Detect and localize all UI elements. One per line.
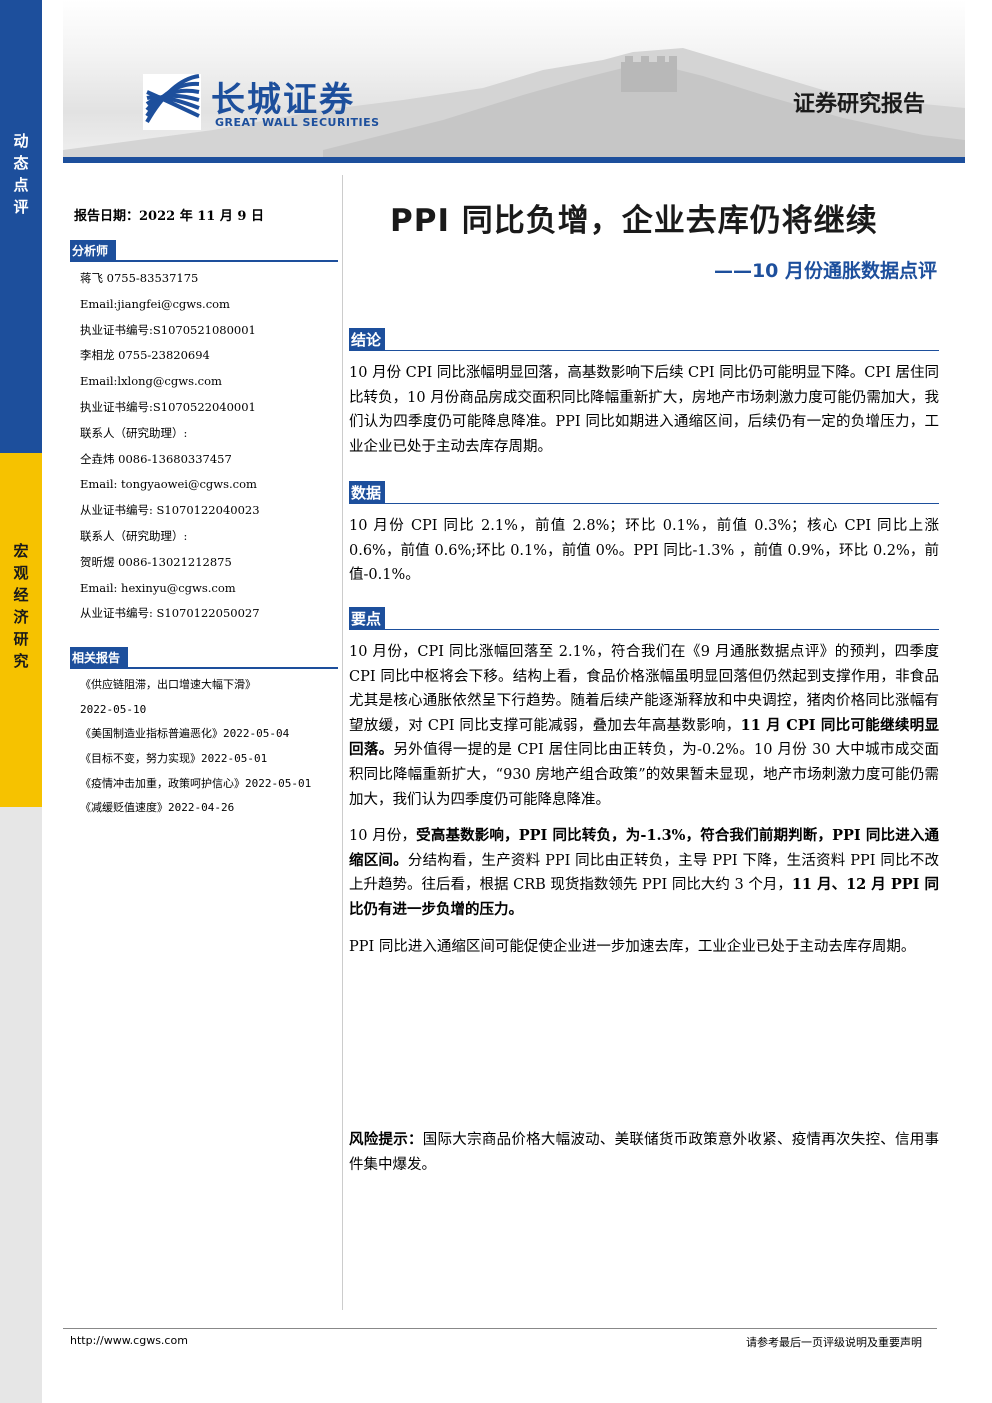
data-text: 10 月份 CPI 同比 2.1%，前值 2.8%；环比 0.1%，前值 0.3… [349,518,939,584]
data-heading: 数据 [349,481,386,504]
related-report-item: 2022-05-10 [80,702,147,716]
points-paragraph-1: 10 月份，CPI 同比涨幅回落至 2.1%，符合我们在《9 月通胀数据点评》的… [349,644,940,808]
analyst-line: 联系人（研究助理）: [80,528,188,543]
report-title: PPI 同比负增，企业去库仍将继续 [390,203,878,239]
data-section: 数据 10 月份 CPI 同比 2.1%，前值 2.8%；环比 0.1%，前值 … [349,481,939,588]
analyst-heading: 分析师 [70,240,117,260]
risk-text: 国际大宗商品价格大幅波动、美联储货币政策意外收紧、疫情再次失控、信用事件集中爆发… [349,1132,940,1173]
related-section-head: 相关报告 [70,645,338,670]
related-report-item: 《减缓贬值速度》2022-04-26 [80,801,235,815]
column-divider [342,175,343,1310]
analyst-list: 蒋飞 0755-83537175 Email:jiangfei@cgws.com… [70,266,338,627]
footer-disclaimer-note: 请参考最后一页评级说明及重要声明 [746,1336,922,1349]
conclusion-heading: 结论 [349,328,386,351]
footer-rule [63,1328,937,1329]
analyst-line: 蒋飞 0755-83537175 [80,271,199,285]
footer-url[interactable]: http://www.cgws.com [70,1334,188,1347]
related-report-item: 《疫情冲击加重，政策呵护信心》2022-05-01 [80,776,312,790]
header-rule [63,157,965,163]
risk-label: 风险提示： [349,1131,423,1148]
header-banner: 长城证券 GREAT WALL SECURITIES 证券研究报告 [63,0,965,160]
conclusion-text: 10 月份 CPI 同比涨幅明显回落，高基数影响下后续 CPI 同比仍可能明显下… [349,365,939,455]
points-section: 要点 10 月份，CPI 同比涨幅回落至 2.1%，符合我们在《9 月通胀数据点… [349,607,939,959]
conclusion-head: 结论 [349,328,939,351]
great-wall-logo-icon [143,74,201,130]
great-wall-mountain-image [63,48,965,160]
report-date: 报告日期：2022 年 11 月 9 日 [74,209,264,224]
points-paragraph-3: PPI 同比进入通缩区间可能促使企业进一步加速去库，工业企业已处于主动去库存周期… [349,938,916,955]
logo-text-en: GREAT WALL SECURITIES [215,116,380,129]
related-report-item: 《美国制造业指标普遍恶化》2022-05-04 [80,727,290,741]
report-subtitle: ——10 月份通胀数据点评 [713,260,937,282]
points-heading: 要点 [349,607,386,630]
conclusion-section: 结论 10 月份 CPI 同比涨幅明显回落，高基数影响下后续 CPI 同比仍可能… [349,328,939,459]
analyst-section-head: 分析师 [70,238,338,262]
analyst-line: 李相龙 0755-23820694 [80,348,210,363]
risk-warning: 风险提示：国际大宗商品价格大幅波动、美联储货币政策意外收紧、疫情再次失控、信用事… [349,1128,939,1177]
side-label-macro-research: 宏观经济研究 [13,542,29,670]
related-report-item: 《目标不变，努力实现》2022-05-01 [80,751,268,765]
analyst-line: 执业证书编号:S1070522040001 [80,399,256,414]
analyst-line: 贺昕煜 0086-13021212875 [80,554,232,569]
data-head: 数据 [349,481,939,504]
side-label-dynamic-review: 动态点评 [13,132,29,216]
side-yellow-band [0,453,42,807]
related-heading: 相关报告 [70,647,129,668]
related-report-item: 《供应链阻滞，出口增速大幅下滑》 [80,678,256,692]
related-list: 《供应链阻滞，出口增速大幅下滑》 2022-05-10 《美国制造业指标普遍恶化… [70,673,338,821]
left-column: 报告日期：2022 年 11 月 9 日 分析师 蒋飞 0755-8353717… [70,205,338,821]
analyst-line: Email:lxlong@cgws.com [80,374,222,389]
points-paragraph-2: 10 月份，受高基数影响，PPI 同比转负，为-1.3%，符合我们前期判断，PP… [349,827,940,918]
analyst-line: Email: hexinyu@cgws.com [80,580,236,595]
analyst-line: Email:jiangfei@cgws.com [80,296,230,311]
report-type-label: 证券研究报告 [792,92,925,117]
analyst-line: 从业证书编号: S1070122050027 [80,606,260,621]
analyst-line: Email: tongyaowei@cgws.com [80,477,257,492]
analyst-line: 联系人（研究助理）: [80,425,188,440]
side-blue-band [0,0,42,453]
analyst-line: 仝垚炜 0086-13680337457 [80,451,232,466]
points-head: 要点 [349,607,939,630]
logo-text-cn: 长城证券 [211,80,355,120]
analyst-line: 执业证书编号:S1070521080001 [80,322,256,337]
analyst-line: 从业证书编号: S1070122040023 [80,503,260,518]
